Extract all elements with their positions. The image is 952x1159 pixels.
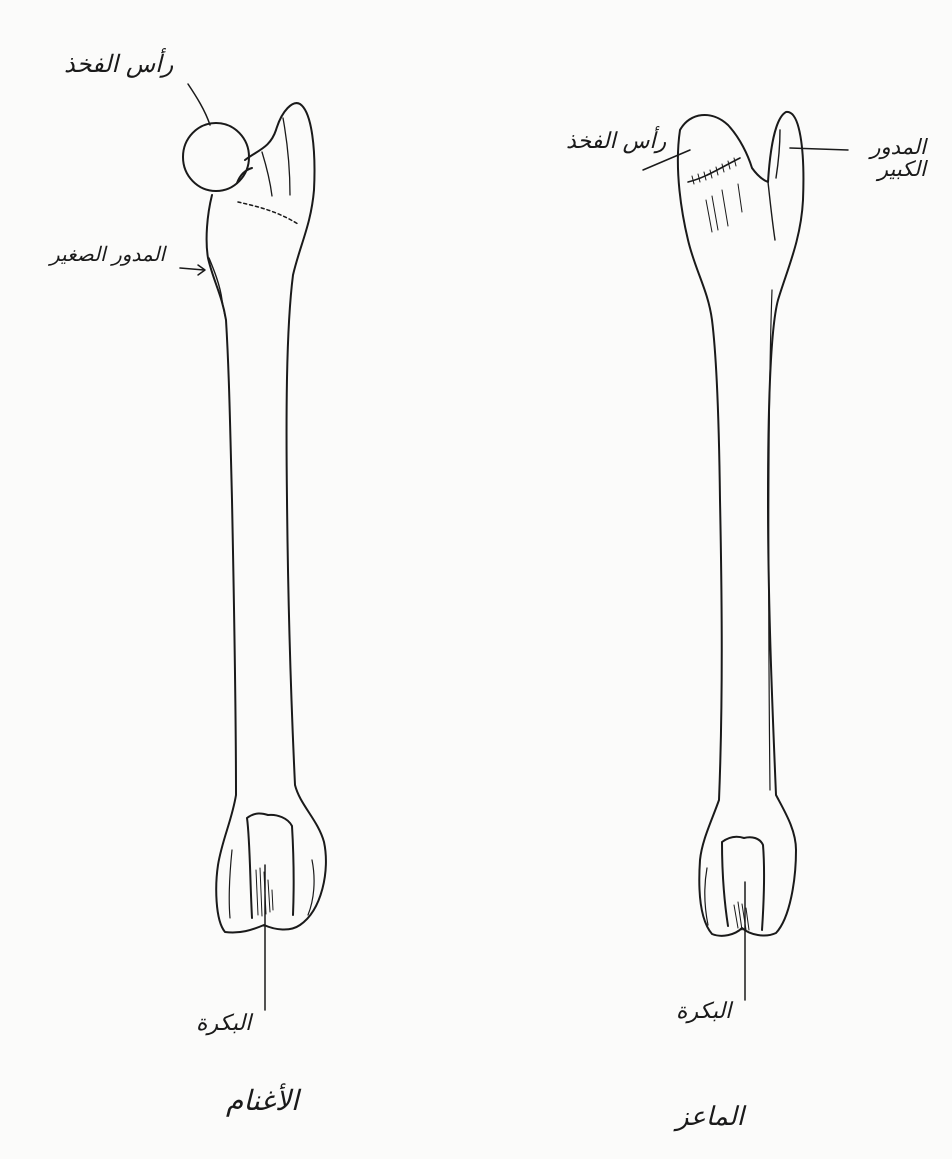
left-lesser-trochanter-label: المدور الصغير [50, 244, 165, 265]
right-neck-line [688, 158, 740, 182]
right-trochlea-label: البكرة [676, 1000, 731, 1023]
right-proximal-shading [706, 184, 742, 232]
right-distal-side [705, 868, 708, 925]
right-greater-trochanter-line2: الكبير [846, 158, 926, 180]
right-trochlea-groove [722, 837, 764, 930]
right-femur-outline [678, 112, 804, 936]
right-greater-trochanter-label: المدور الكبير [846, 136, 926, 180]
left-lesser-trochanter-arrow [180, 265, 205, 275]
right-head-label: رأس الفخذ [566, 130, 666, 153]
left-head-leader [188, 84, 210, 125]
left-caption: الأغنام [226, 1086, 299, 1115]
left-trochanter-dotted [238, 202, 298, 224]
left-femur-head [183, 123, 249, 191]
right-femur-drawing [643, 112, 848, 1000]
left-trochlea-label: البكرة [196, 1012, 251, 1035]
right-caption: الماعز [676, 1104, 744, 1131]
right-greater-trochanter-ridge [768, 130, 780, 240]
right-greater-trochanter-line1: المدور [846, 136, 926, 158]
right-trochlea-shading [734, 902, 749, 930]
left-femur-outline [207, 103, 326, 932]
left-trochlea-groove [247, 813, 294, 918]
left-femur-drawing [180, 84, 326, 1010]
left-distal-side [229, 850, 314, 918]
right-greater-trochanter-leader [790, 148, 848, 150]
left-head-label: رأس الفخذ [64, 52, 173, 77]
